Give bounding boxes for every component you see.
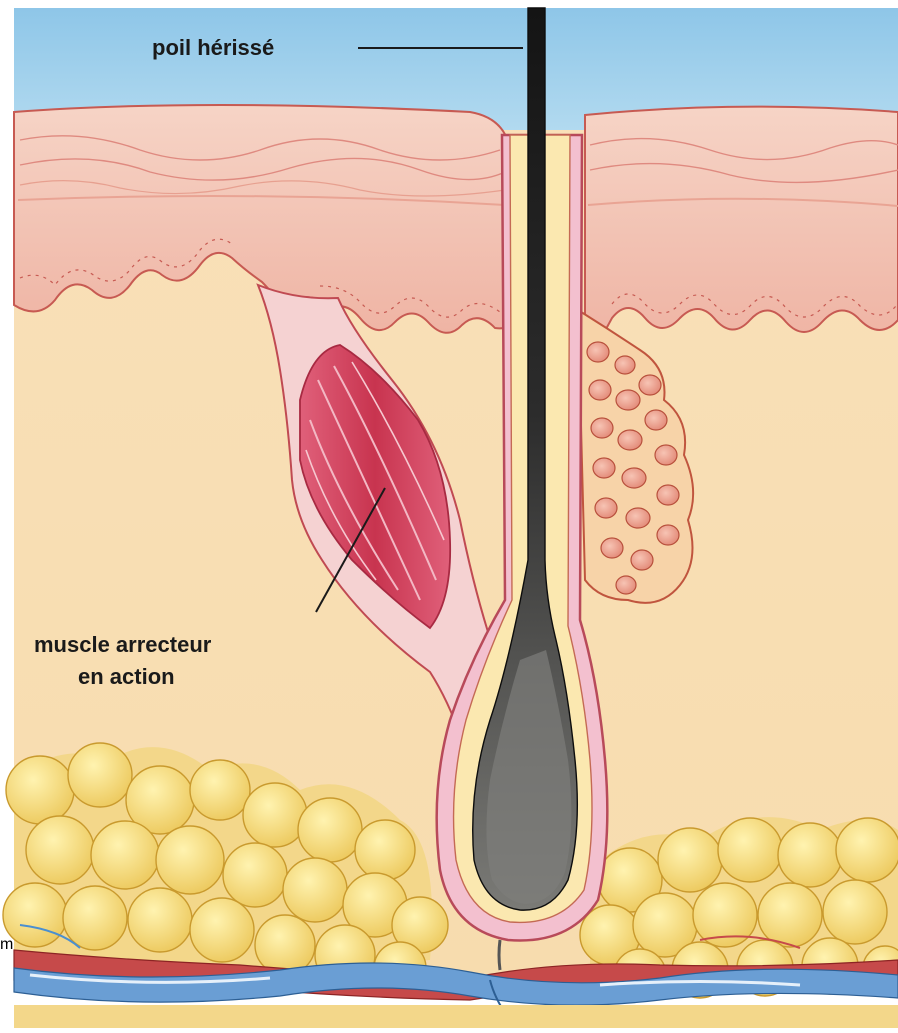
muscle-label-line1: muscle arrecteur xyxy=(34,630,211,660)
muscle-label-line2: en action xyxy=(78,662,175,692)
epidermis-right xyxy=(585,107,898,340)
edge-text-fragment: m xyxy=(0,936,13,954)
hair-label: poil hérissé xyxy=(152,33,274,63)
